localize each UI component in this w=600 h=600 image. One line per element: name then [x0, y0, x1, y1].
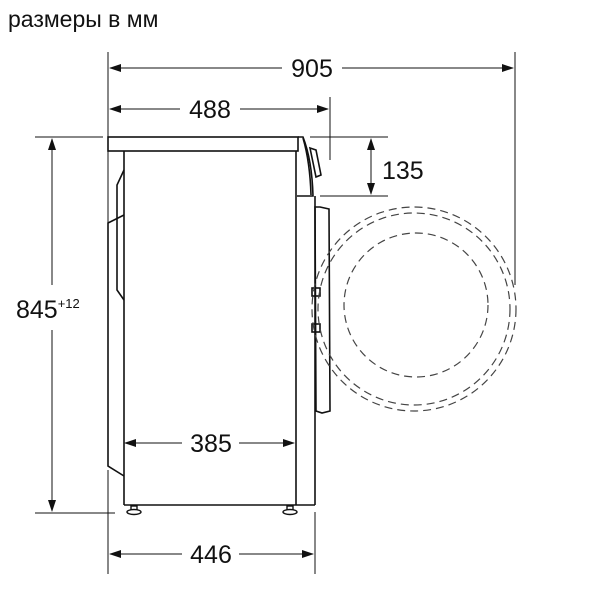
dimension-label-488: 488	[189, 96, 231, 124]
dimension-label-905: 905	[291, 55, 333, 83]
dimension-385: 385	[124, 430, 295, 458]
dimension-label-845: 845+12	[16, 296, 80, 324]
dimension-905: 905	[109, 55, 514, 83]
machine-feet	[126, 505, 298, 516]
machine-body	[107, 136, 331, 506]
dimension-label-446: 446	[190, 541, 232, 569]
dimension-label-135: 135	[382, 157, 424, 185]
door-swing-circles	[311, 206, 517, 412]
extension-lines	[35, 52, 516, 574]
dimension-label-385: 385	[190, 430, 232, 458]
dimension-845: 845+12	[16, 138, 80, 512]
dimension-488: 488	[109, 96, 329, 124]
dimension-446: 446	[109, 541, 314, 569]
dimension-135: 135	[367, 138, 424, 195]
diagram-title: размеры в мм	[8, 6, 159, 32]
